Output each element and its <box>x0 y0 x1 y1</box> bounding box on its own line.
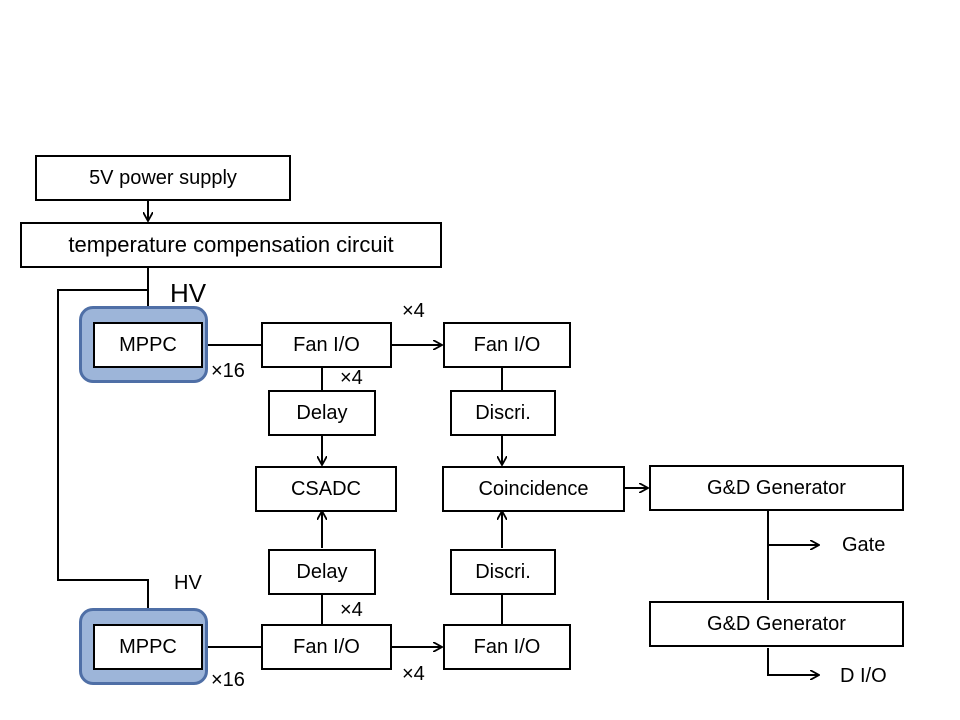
csadc-block: CSADC <box>255 466 397 512</box>
coincidence-block: Coincidence <box>442 466 625 512</box>
fanio-top-right-block: Fan I/O <box>443 322 571 368</box>
discri-top-block: Discri. <box>450 390 556 436</box>
gd-generator-top-block: G&D Generator <box>649 465 904 511</box>
hv-bottom-label: HV <box>174 572 202 594</box>
discri-bottom-block: Discri. <box>450 549 556 595</box>
gate-output-label: Gate <box>842 534 886 556</box>
dio-output-label: D I/O <box>840 665 887 687</box>
power-supply-block: 5V power supply <box>35 155 291 201</box>
multiplicity-x16-bottom-label: ×16 <box>211 669 245 691</box>
mppc-bottom-block: MPPC <box>93 624 203 670</box>
hv-top-label: HV <box>170 278 207 308</box>
multiplicity-x4-top-mid-label: ×4 <box>340 367 363 389</box>
gd-generator-bottom-block: G&D Generator <box>649 601 904 647</box>
mppc-top-block: MPPC <box>93 322 203 368</box>
delay-bottom-block: Delay <box>268 549 376 595</box>
fanio-top-left-block: Fan I/O <box>261 322 392 368</box>
multiplicity-x16-top-label: ×16 <box>211 360 245 382</box>
temperature-compensation-block: temperature compensation circuit <box>20 222 442 268</box>
multiplicity-x4-bottom-mid-label: ×4 <box>340 599 363 621</box>
arrow-dio <box>767 648 818 675</box>
multiplicity-x4-top-right-label: ×4 <box>402 300 425 322</box>
multiplicity-x4-bottom-right-label: ×4 <box>402 663 425 685</box>
fanio-bottom-right-block: Fan I/O <box>443 624 571 670</box>
delay-top-block: Delay <box>268 390 376 436</box>
arrow-hv-to-mppc-bottom <box>57 289 148 622</box>
fanio-bottom-left-block: Fan I/O <box>261 624 392 670</box>
